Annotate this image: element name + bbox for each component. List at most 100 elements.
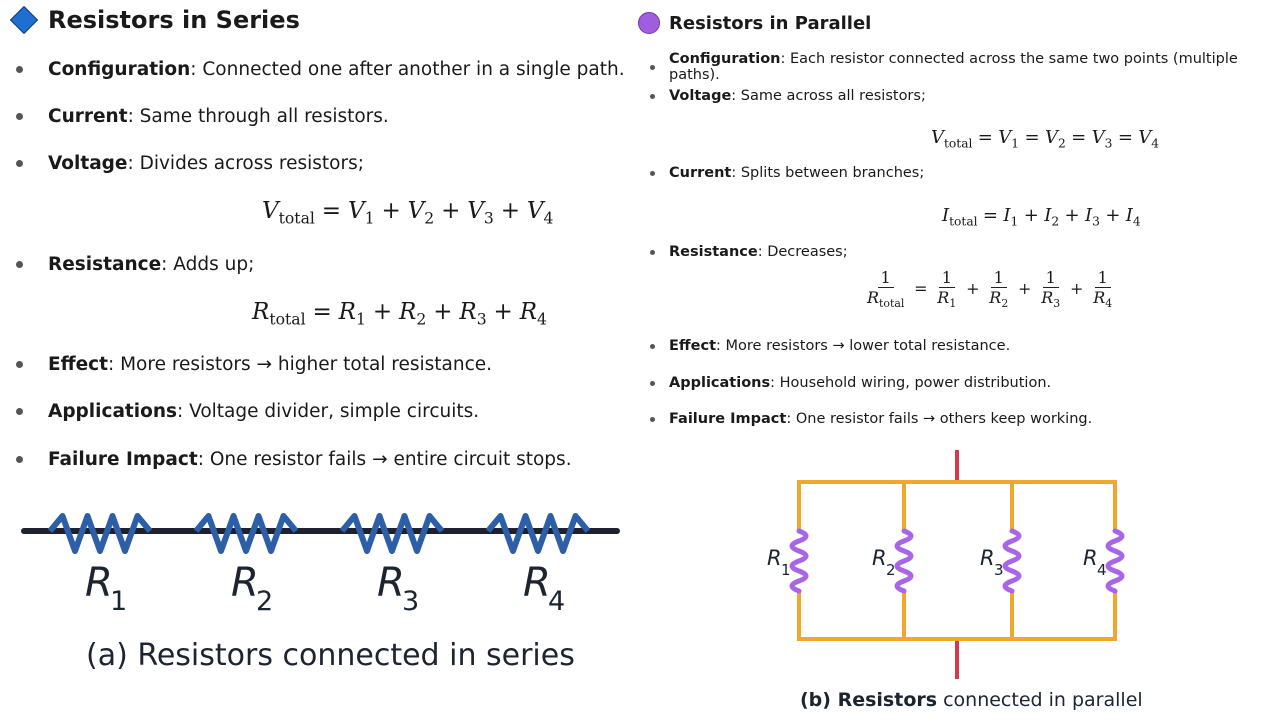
series-label-sub-2: 2 [256,586,273,617]
bullet-failure-impact: Failure Impact: One resistor fails → ent… [16,449,572,470]
bullet-label: Voltage [48,153,128,174]
series-resistor-3 [339,513,445,554]
bullet-label: Resistance [669,244,758,260]
bullet-resistance: Resistance: Adds up; [16,254,254,275]
bullet-current: Current: Same through all resistors. [16,106,389,127]
bullet-body: : Each resistor connected across the sam… [669,51,1238,83]
bullet-configuration: Configuration: Connected one after anoth… [16,59,625,80]
bullet-dot-icon [16,261,23,268]
parallel-title: Resistors in Parallel [669,12,872,34]
bullet-text: Configuration: Connected one after anoth… [48,59,625,80]
series-caption: (a) Resistors connected in series [86,638,575,673]
bullet-label: Configuration [48,59,191,80]
bullet-text: Effect: More resistors → higher total re… [48,354,492,375]
bullet-current: Current: Splits between branches; [650,165,924,181]
bullet-text: Current: Same through all resistors. [48,106,389,127]
bullet-applications: Applications: Voltage divider, simple ci… [16,401,480,422]
parallel-caption-bold: (b) Resistors [800,689,938,711]
bullet-label: Voltage [669,88,732,104]
bullet-text: Configuration: Each resistor connected a… [669,51,1280,83]
voltage-parallel-formula: Vtotal=V1=V2=V3=V4 [931,127,1160,151]
bullet-dot-icon [650,64,655,70]
voltage-series-formula: Vtotal=V1+V2+V3+V4 [262,198,554,228]
bullet-label: Current [48,106,128,127]
parallel-label-r2: R [872,546,887,570]
bullet-body: : Decreases; [757,244,848,260]
bullet-label: Resistance [48,254,162,275]
bullet-configuration: Configuration: Each resistor connected a… [650,51,1280,83]
bullet-label: Current [669,165,732,181]
current-parallel-formula: Itotal=I1+I2+I3+I4 [942,205,1141,229]
parallel-label-sub-3: 3 [994,561,1004,579]
bullet-body: : Divides across resistors; [127,153,364,174]
bullet-label: Applications [48,401,178,422]
parallel-label-r4: R [1083,546,1098,570]
bullet-text: Resistance: Decreases; [669,244,848,260]
bullet-text: Current: Splits between branches; [669,165,924,181]
bullet-dot-icon [650,380,655,386]
parallel-label-sub-4: 4 [1097,561,1107,579]
bullet-dot-icon [16,160,23,167]
bullet-failure-impact: Failure Impact: One resistor fails → oth… [650,411,1092,427]
series-label-sub-1: 1 [110,586,127,617]
bullet-body: : Same through all resistors. [127,106,389,127]
parallel-label-r1: R [767,546,782,570]
bullet-text: Resistance: Adds up; [48,254,254,275]
series-label-r4: R [523,560,551,606]
series-resistor-1 [47,513,153,554]
bullet-body: : Household wiring, power distribution. [770,375,1052,391]
bullet-text: Voltage: Same across all resistors; [669,88,926,104]
bullet-label: Failure Impact [48,449,198,470]
bullet-text: Voltage: Divides across resistors; [48,153,364,174]
bullet-dot-icon [16,113,23,120]
series-heading: Resistors in Series [9,5,300,35]
series-resistor-2 [193,513,299,554]
bullet-label: Configuration [669,51,781,67]
bullet-label: Effect [48,354,108,375]
bullet-dot-icon [650,249,655,255]
bullet-body: : Adds up; [161,254,255,275]
bullet-label: Applications [669,375,771,391]
bullet-voltage: Voltage: Same across all resistors; [650,88,926,104]
bullet-body: : Connected one after another in a singl… [190,59,625,80]
bullet-dot-icon [16,361,23,368]
parallel-resistor-4 [1105,528,1125,594]
series-label-sub-4: 4 [548,586,565,617]
parallel-label-r3: R [980,546,995,570]
bullet-label: Failure Impact [669,411,787,427]
parallel-label-sub-2: 2 [886,561,896,579]
parallel-resistor-1 [789,528,809,594]
series-label-r2: R [231,560,259,606]
bullet-applications: Applications: Household wiring, power di… [650,375,1051,391]
bullet-dot-icon [16,408,23,415]
parallel-resistor-3 [1002,528,1022,594]
bullet-text: Applications: Household wiring, power di… [669,375,1051,391]
parallel-label-sub-1: 1 [781,561,791,579]
bullet-body: : One resistor fails → others keep worki… [786,411,1093,427]
bullet-effect: Effect: More resistors → higher total re… [16,354,492,375]
bullet-body: : Same across all resistors; [731,88,926,104]
bullet-dot-icon [650,170,655,176]
parallel-frame [797,480,1117,641]
purple-circle-icon [638,12,660,34]
series-label-sub-3: 3 [402,586,419,617]
series-label-r3: R [377,560,405,606]
bullet-body: : Splits between branches; [731,165,925,181]
bullet-text: Failure Impact: One resistor fails → oth… [669,411,1092,427]
bullet-dot-icon [16,66,23,73]
series-resistor-4 [485,513,591,554]
series-label-r1: R [85,560,113,606]
bullet-text: Effect: More resistors → lower total res… [669,338,1010,354]
bullet-body: : Voltage divider, simple circuits. [177,401,480,422]
bullet-body: : More resistors → higher total resistan… [107,354,493,375]
bullet-dot-icon [650,343,655,349]
parallel-resistor-2 [894,528,914,594]
bullet-resistance: Resistance: Decreases; [650,244,848,260]
bullet-voltage: Voltage: Divides across resistors; [16,153,364,174]
bullet-dot-icon [16,456,23,463]
bullet-body: : One resistor fails → entire circuit st… [197,449,572,470]
bullet-body: : More resistors → lower total resistanc… [716,338,1011,354]
parallel-heading: Resistors in Parallel [638,12,871,34]
